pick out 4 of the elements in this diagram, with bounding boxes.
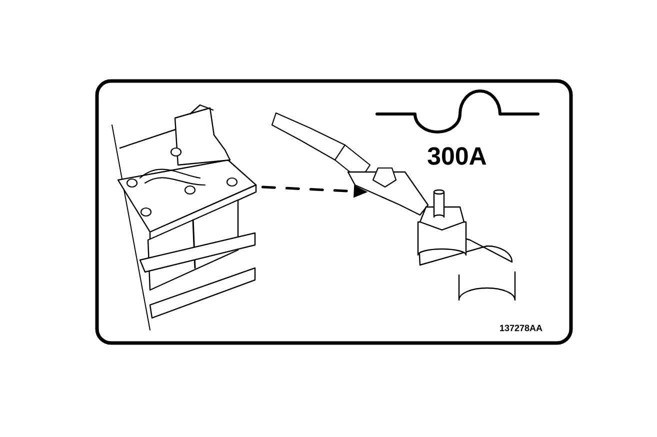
terminal-drawing [271, 112, 516, 301]
battery-drawing [112, 104, 257, 330]
current-rating: 300A [428, 147, 486, 165]
part-number: 137278AA [500, 324, 542, 332]
